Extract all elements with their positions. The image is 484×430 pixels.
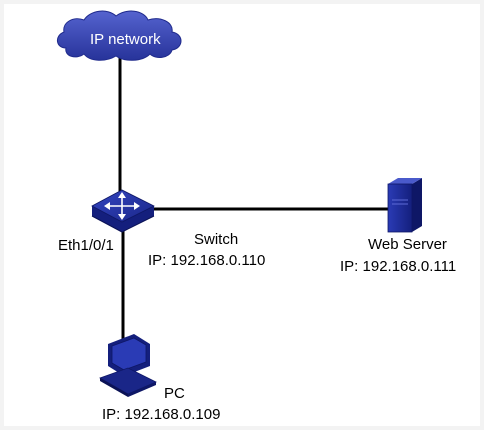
pc-icon [99,334,157,397]
pc-name-label: PC [164,385,185,402]
switch-icon [91,189,155,233]
switch-ip-label: IP: 192.168.0.110 [148,252,266,269]
web-server-ip-label: IP: 192.168.0.111 [340,258,457,275]
pc-ip-label: IP: 192.168.0.109 [102,406,221,423]
switch-port-label: Eth1/0/1 [58,237,114,254]
network-label: IP network [90,31,161,48]
web-server-name-label: Web Server [368,236,447,253]
switch-name-label: Switch [194,231,239,248]
diagram-drawing [57,10,422,397]
cloud-icon [57,10,182,61]
server-icon [387,178,422,233]
